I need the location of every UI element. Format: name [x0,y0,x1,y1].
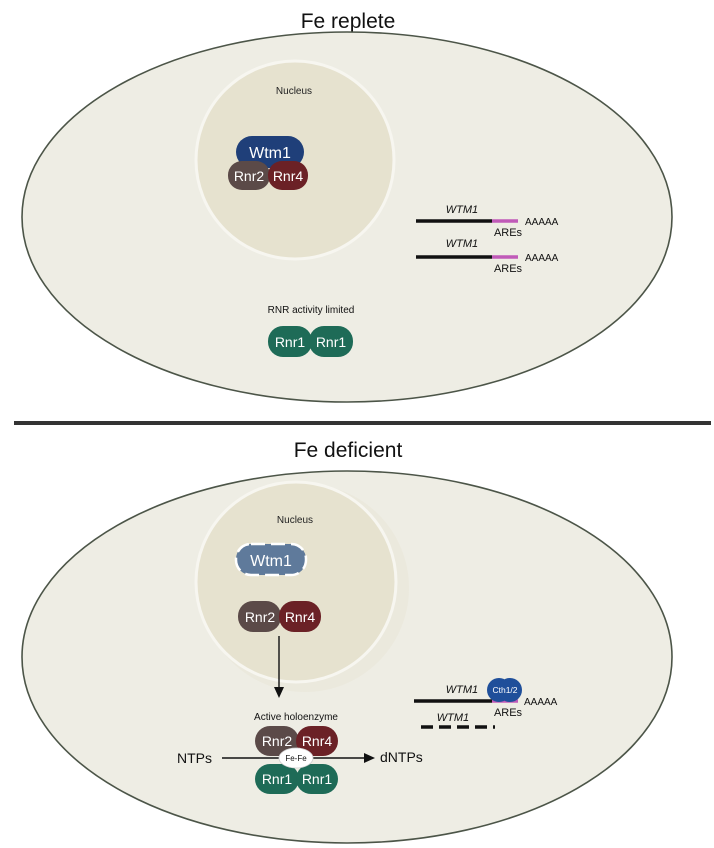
top-rnr1-protein-a [268,326,312,357]
top-wtm1-label: Wtm1 [249,145,291,162]
substrate-label: NTPs [177,750,212,766]
top-rnr4-protein [268,161,308,190]
top-wtm1-protein [236,136,304,168]
holo-rnr1-label-b: Rnr1 [302,771,333,787]
top-rnr2-label: Rnr2 [234,168,265,184]
holo-rnr1-protein-b [296,764,338,794]
bottom-rnr4-protein [279,601,321,632]
bottom-rnr4-label: Rnr4 [285,609,316,625]
product-label: dNTPs [380,749,423,765]
panel-divider [14,421,711,425]
holo-rnr2-label: Rnr2 [262,733,293,749]
top-rnr-status: RNR activity limited [268,305,355,316]
top-rnr1-label-a: Rnr1 [275,334,306,350]
bottom-mrna-label: WTM1 [446,684,478,696]
top-wtm1-rnr2-rnr4-complex: Wtm1 Rnr2 Rnr4 [228,136,308,190]
cth-protein-right [498,678,522,702]
top-mrna-2: WTM1 AAAAA AREs [416,238,559,275]
top-rnr1-protein-b [309,326,353,357]
top-panel-title: Fe replete [301,10,396,33]
fe-fe-label: Fe-Fe [285,754,307,763]
top-mrna-1: WTM1 AAAAA AREs [416,204,559,239]
top-rnr2-protein [228,161,270,190]
top-mrna-2-ares-label: AREs [494,263,523,275]
top-mrna-2-polya: AAAAA [525,253,559,264]
degraded-mrna-label: WTM1 [437,712,469,724]
holoenzyme-label: Active holoenzyme [254,712,338,723]
top-mrna-1-ares-label: AREs [494,227,523,239]
bottom-panel-title: Fe deficient [294,439,403,462]
top-rnr4-label: Rnr4 [273,168,304,184]
bottom-nuclear-rnr2-rnr4: Rnr2 Rnr4 [238,601,321,632]
bottom-nucleus-label: Nucleus [277,515,313,526]
top-mrna-1-polya: AAAAA [525,217,559,228]
top-rnr1-label-b: Rnr1 [316,334,347,350]
export-arrow [274,636,284,698]
bottom-rnr2-label: Rnr2 [245,609,276,625]
bottom-wtm1-label: Wtm1 [250,553,292,570]
active-holoenzyme: Rnr2 Rnr4 Rnr1 Rnr1 Fe-Fe [255,726,338,794]
bottom-mrna-ares-label: AREs [494,707,523,719]
fe-fe-cluster [278,747,314,769]
holo-rnr1-protein-a [255,764,299,794]
top-mrna-1-label: WTM1 [446,204,478,216]
bottom-mrna-degraded: WTM1 [421,712,495,729]
bottom-wtm1-protein [234,542,308,577]
bottom-mrna-polya: AAAAA [524,697,558,708]
holo-rnr4-label: Rnr4 [302,733,333,749]
bottom-rnr2-protein [238,601,281,632]
holo-rnr2-protein [255,726,299,756]
bottom-nucleus [194,480,398,684]
bottom-wtm1-degraded: Wtm1 [234,542,308,577]
top-nucleus-label: Nucleus [276,86,312,97]
holo-rnr4-protein [296,726,338,756]
top-mrna-2-label: WTM1 [446,238,478,250]
top-rnr1-dimer: Rnr1 Rnr1 [268,326,353,357]
cth-label: Cth1/2 [492,685,517,695]
holo-rnr1-label-a: Rnr1 [262,771,293,787]
bottom-mrna-intact: WTM1 Cth1/2 AAAAA AREs [414,678,558,719]
